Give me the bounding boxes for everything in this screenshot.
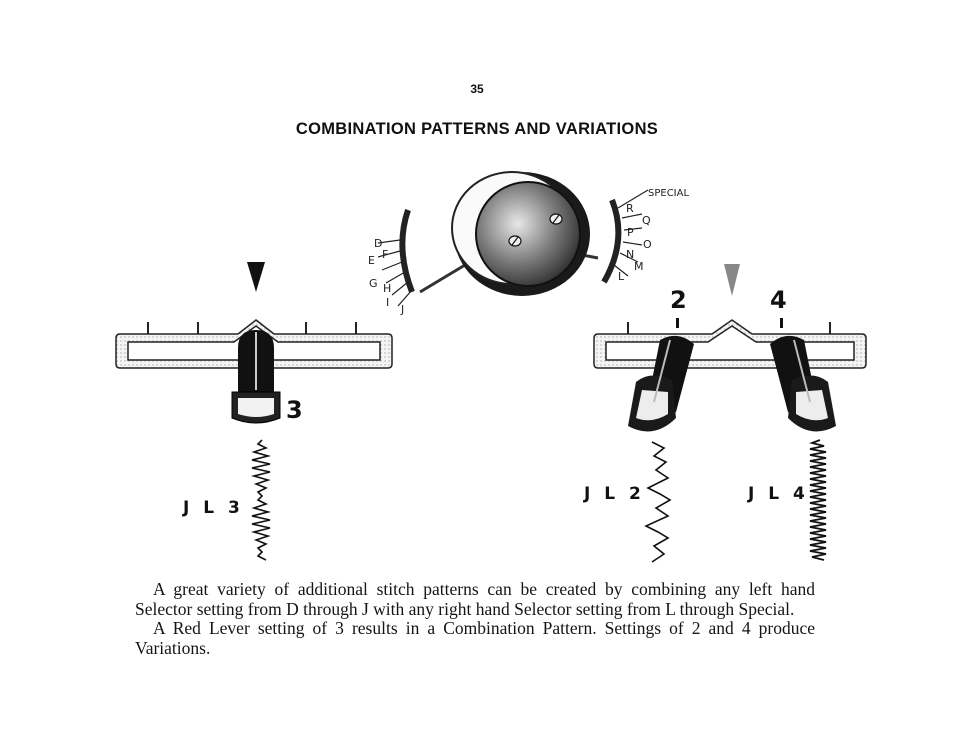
lever-setting-number: 2	[670, 286, 687, 314]
lever-right: 2 4 J L 2 J L 4	[583, 264, 867, 563]
dial-letter-right: P	[627, 226, 634, 239]
selector-dial: D E F G H I J SPECIAL R Q P O N M	[368, 171, 689, 316]
body-paragraph: A Red Lever setting of 3 results in a Co…	[135, 618, 815, 658]
dial-letter-right: O	[643, 238, 652, 251]
lever-plate	[115, 319, 393, 369]
page-number: 35	[470, 82, 484, 96]
lever-plate	[593, 319, 867, 369]
pattern-label: J L 2	[583, 484, 645, 504]
dial-letter-left: F	[382, 248, 388, 261]
pattern-label: J L 3	[182, 498, 244, 518]
dial-letter-left: D	[374, 237, 382, 250]
page-title: COMBINATION PATTERNS AND VARIATIONS	[295, 120, 659, 138]
dial-letter-right: R	[626, 202, 634, 215]
lever-left: 3 J L 3	[115, 262, 393, 561]
left-scale-arc	[399, 209, 415, 294]
dial-letter-left: J	[400, 303, 404, 316]
dial-letter-left: G	[369, 277, 378, 290]
dial-letter-left: H	[383, 282, 391, 295]
body-text: A great variety of additional stitch pat…	[135, 579, 815, 658]
dial-letter-right: M	[634, 260, 644, 273]
stitch-pattern-jl3	[250, 439, 272, 561]
stitch-pattern-jl2	[644, 441, 672, 563]
dial-label-special: SPECIAL	[648, 188, 689, 199]
lever-setting-number: 3	[286, 396, 303, 424]
lever-setting-number: 4	[770, 286, 787, 314]
dial-letter-right: Q	[642, 214, 651, 227]
dial-letter-left: I	[386, 296, 389, 309]
dial-letter-left: E	[368, 254, 375, 267]
right-scale-arc	[601, 198, 622, 284]
setting-pointer	[247, 262, 265, 292]
stitch-pattern-jl4	[808, 439, 827, 561]
pattern-label: J L 4	[747, 484, 809, 504]
dial-letter-right: L	[618, 270, 625, 283]
body-paragraph: A great variety of additional stitch pat…	[135, 579, 815, 619]
dial-letter-right: N	[626, 248, 634, 261]
